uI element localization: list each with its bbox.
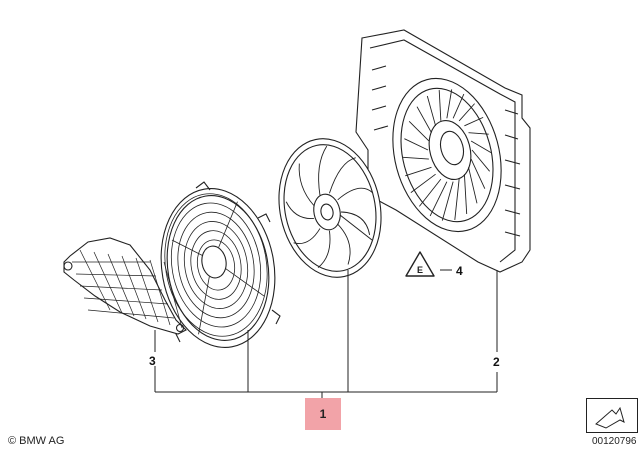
fan-cover xyxy=(63,237,187,335)
callout-2: 2 xyxy=(493,355,500,369)
callout-1-highlight[interactable]: 1 xyxy=(305,398,341,430)
fan-guard xyxy=(160,181,281,348)
callout-1: 1 xyxy=(319,407,327,421)
warning-symbol-label: E xyxy=(417,265,423,275)
fan-impeller xyxy=(278,138,382,278)
fan-shroud xyxy=(355,29,531,273)
document-arrow-icon xyxy=(586,398,638,433)
callout-3: 3 xyxy=(149,354,156,368)
warning-triangle-icon: E xyxy=(405,251,435,277)
leader-lines xyxy=(154,214,498,398)
document-number: 00120796 xyxy=(592,436,637,447)
callout-4: 4 xyxy=(456,264,463,278)
copyright-text: © BMW AG xyxy=(8,435,65,447)
